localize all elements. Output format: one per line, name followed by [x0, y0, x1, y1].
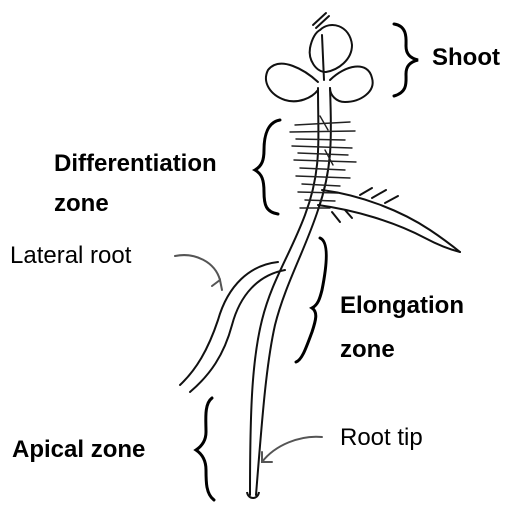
- label-apical-zone: Apical zone: [12, 436, 145, 465]
- lateral-root-arrow: [175, 255, 222, 290]
- root-tip-drawing: [247, 492, 259, 498]
- lateral-root-left: [180, 262, 285, 392]
- label-lateral-root: Lateral root: [10, 242, 131, 271]
- label-shoot: Shoot: [432, 44, 500, 73]
- label-elongation-zone-line2: zone: [340, 336, 395, 365]
- root-tip-arrow: [262, 437, 322, 462]
- main-root-drawing: [250, 88, 331, 495]
- shoot-brace: [394, 24, 418, 96]
- label-root-tip: Root tip: [340, 424, 423, 453]
- label-differentiation-zone-line2: zone: [54, 190, 109, 219]
- label-differentiation-zone-line1: Differentiation: [54, 150, 217, 179]
- label-elongation-zone-line1: Elongation: [340, 292, 464, 321]
- shoot-drawing: [266, 13, 373, 102]
- lateral-root-right: [318, 188, 460, 252]
- differentiation-brace: [255, 120, 280, 214]
- apical-brace: [196, 398, 214, 500]
